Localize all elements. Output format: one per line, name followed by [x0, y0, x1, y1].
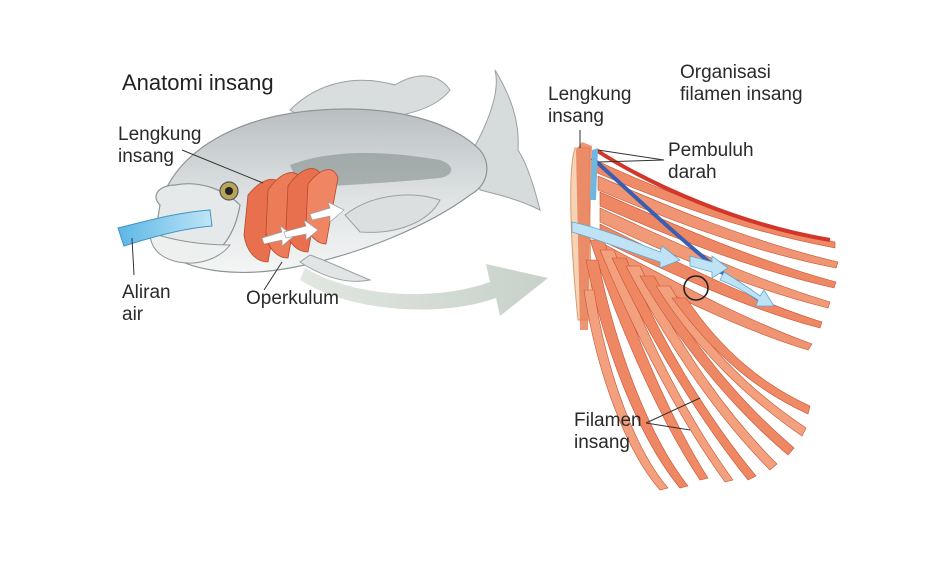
- vessel-leader-1: [597, 149, 665, 161]
- gill-filament-diagram: [570, 142, 839, 491]
- filament-leader-1: [645, 397, 701, 424]
- water-flow-label: Aliran air: [122, 282, 171, 326]
- fish-lower-jaw: [149, 231, 232, 264]
- gill-flow-arrows: [261, 201, 345, 247]
- gill-arch-leader: [181, 149, 264, 184]
- filament-label: Filamen insang: [574, 410, 642, 454]
- right-gill-arch-label-line2: insang: [548, 106, 604, 127]
- blood-vessel-label: Pembuluh darah: [668, 140, 754, 184]
- left-gill-arch-label-line2: insang: [118, 146, 174, 167]
- filaments-lower: [583, 239, 811, 491]
- blood-vessel-red: [594, 148, 831, 242]
- left-gill-arch-label-line1: Lengkung: [118, 124, 202, 145]
- left-gill-arch-label: Lengkung insang: [118, 124, 201, 168]
- water-flow-label-line2: air: [122, 304, 144, 325]
- detail-circle: [683, 275, 709, 301]
- right-gill-arch-label: Lengkung insang: [548, 84, 631, 128]
- right-gill-arch-label-line1: Lengkung: [548, 84, 632, 105]
- filament-label-line2: insang: [574, 432, 630, 453]
- water-flow-leader: [131, 237, 135, 276]
- vessel-leader-2: [597, 159, 665, 163]
- operculum-leader: [263, 261, 283, 291]
- blood-vessel-label-line2: darah: [668, 162, 717, 183]
- filament-leader-2: [645, 422, 691, 431]
- right-panel-title-line2: filamen insang: [680, 84, 803, 105]
- right-panel-title-line1: Organisasi: [680, 62, 771, 83]
- water-flow-band: [117, 209, 213, 247]
- filaments-upper: [594, 159, 839, 351]
- filament-label-line1: Filamen: [574, 410, 642, 431]
- fish: [149, 69, 541, 282]
- water-flow-label-line1: Aliran: [122, 282, 171, 303]
- transition-arrow: [300, 264, 548, 316]
- left-panel-title: Anatomi insang: [122, 70, 274, 95]
- right-panel-title: Organisasi filamen insang: [680, 62, 803, 106]
- filament-flow-arrows: [571, 221, 775, 307]
- blood-vessel-label-line1: Pembuluh: [668, 140, 754, 161]
- pectoral-fin: [344, 194, 441, 233]
- pelvic-fin: [299, 254, 372, 282]
- fish-tail: [469, 69, 541, 211]
- operculum-label: Operkulum: [246, 288, 339, 309]
